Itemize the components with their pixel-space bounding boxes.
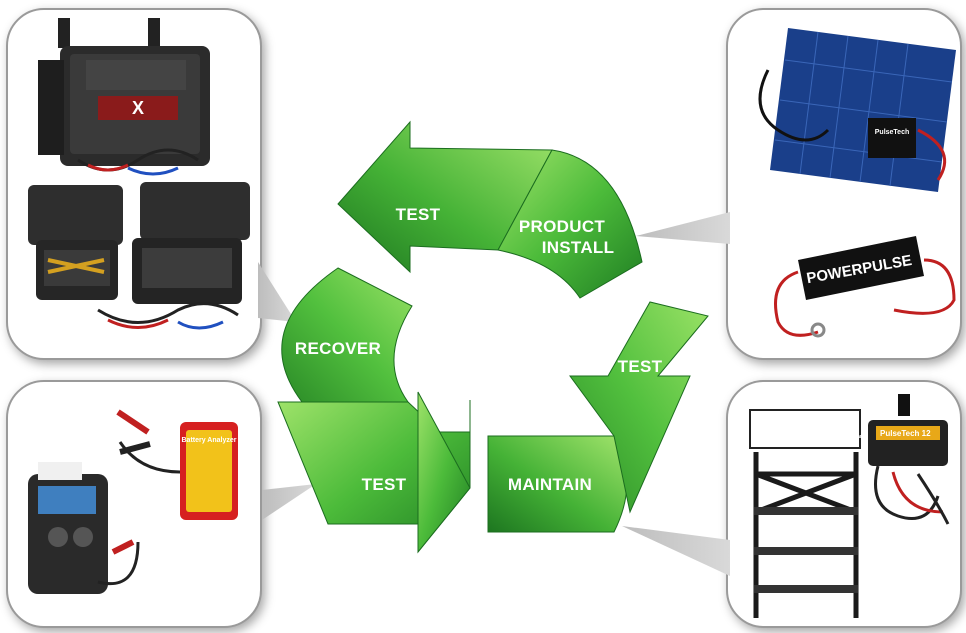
label-product-install-1: PRODUCT (519, 217, 605, 236)
battery-testers-image: Battery Analyzer (28, 409, 238, 594)
label-product-install-2: INSTALL (542, 238, 615, 257)
connector-install (636, 212, 730, 244)
tester-label: Battery Analyzer (182, 437, 237, 444)
connector-recover (258, 262, 296, 322)
display-rack-and-charger-image: PulseTech Revolutionary Maintenance for … (749, 394, 950, 618)
label-test-bottom: TEST (362, 475, 407, 494)
recover-block (281, 267, 413, 403)
controller-brand: PulseTech (875, 129, 910, 136)
connector-maintain (622, 526, 730, 576)
connector-test-bottom (262, 484, 316, 520)
product-install-block (497, 149, 643, 299)
test-top-arrow (337, 120, 553, 274)
display-tagline: Revolutionary Maintenance for over 30 Ye… (758, 434, 865, 440)
install-products-panel: PulseTech POWERPULSE (726, 8, 962, 360)
case-x-label: X (132, 98, 144, 118)
charger-label: PulseTech 12 (880, 429, 931, 438)
testing-equipment-panel: Battery Analyzer (6, 380, 262, 628)
label-test-right: TEST (618, 357, 663, 376)
test-right-arrow (569, 301, 709, 514)
label-test-top: TEST (396, 205, 441, 224)
label-recover: RECOVER (295, 339, 381, 358)
recovery-equipment-panel: X (6, 8, 262, 360)
recovery-cases-image: X (28, 18, 250, 330)
solar-and-pulser-image: PulseTech POWERPULSE (758, 28, 956, 338)
maintain-products-panel: PulseTech Revolutionary Maintenance for … (726, 380, 962, 628)
display-brand: PulseTech (776, 416, 825, 427)
label-maintain: MAINTAIN (508, 475, 592, 494)
test-bottom-arrowhead (417, 391, 471, 554)
